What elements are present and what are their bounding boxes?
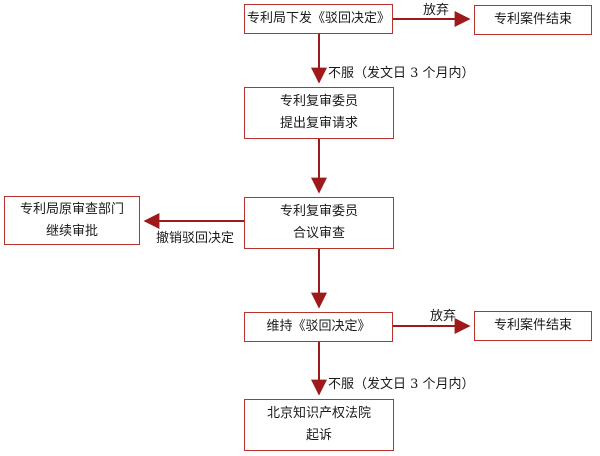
node-reject-decision-line-1: 专利局下发《驳回决定》 — [246, 11, 390, 26]
node-case-closed-top: 专利案件结束 — [474, 5, 592, 35]
node-collegial-review: 专利复审委员 合议审查 — [244, 197, 394, 249]
edge-label-give-up-top: 放弃 — [423, 3, 450, 18]
node-continue-exam-line-2: 继续审批 — [45, 223, 98, 239]
node-reexam-request-line-2: 提出复审请求 — [279, 116, 358, 131]
node-beijing-court: 北京知识产权法院 起诉 — [244, 399, 394, 451]
node-case-closed-bottom: 专利案件结束 — [474, 311, 592, 341]
node-reject-decision: 专利局下发《驳回决定》 — [244, 4, 393, 34]
node-beijing-court-line-2: 起诉 — [305, 428, 332, 443]
node-collegial-review-line-1: 专利复审委员 — [279, 204, 358, 219]
edge-label-disagree-bottom: 不服（发文日 3 个月内） — [328, 377, 475, 392]
edge-label-disagree-top: 不服（发文日 3 个月内） — [328, 66, 475, 81]
node-continue-exam-line-1: 专利局原审查部门 — [19, 201, 124, 217]
node-uphold-reject-line-1: 维持《驳回决定》 — [266, 319, 371, 334]
node-collegial-review-line-2: 合议审查 — [292, 226, 345, 241]
node-uphold-reject: 维持《驳回决定》 — [244, 312, 393, 342]
node-case-closed-bottom-line-1: 专利案件结束 — [493, 318, 572, 333]
node-reexam-request: 专利复审委员 提出复审请求 — [244, 87, 394, 139]
node-continue-exam: 专利局原审查部门 继续审批 — [4, 196, 140, 245]
edge-label-give-up-bottom: 放弃 — [430, 309, 457, 324]
node-reexam-request-line-1: 专利复审委员 — [279, 94, 358, 109]
edge-label-revoke-reject: 撤销驳回决定 — [156, 231, 235, 246]
node-beijing-court-line-1: 北京知识产权法院 — [266, 406, 371, 421]
node-case-closed-top-line-1: 专利案件结束 — [493, 12, 572, 27]
